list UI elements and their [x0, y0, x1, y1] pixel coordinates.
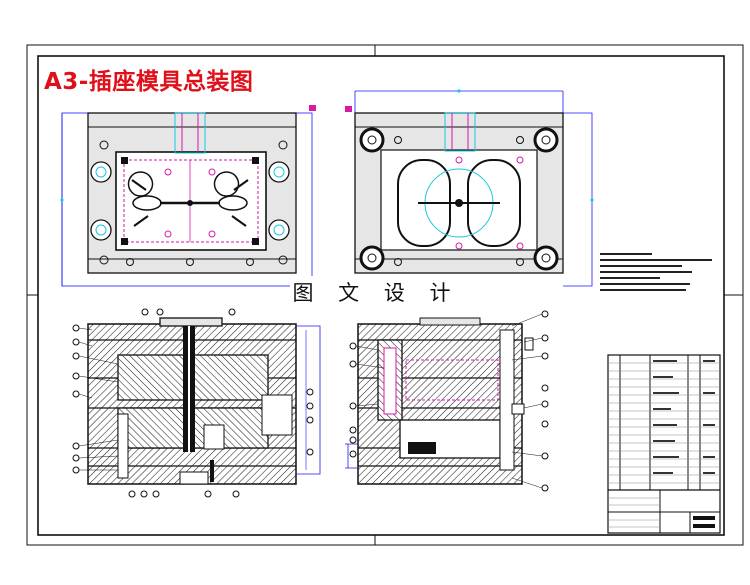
- moving-half-plan-view-icon: [60, 105, 316, 287]
- drawing-title: A3-插座模具总装图: [44, 69, 254, 95]
- technical-notes-icon: [600, 253, 712, 291]
- fixed-half-plan-view-icon: [345, 89, 594, 287]
- title-block-table-icon: [607, 354, 721, 534]
- longitudinal-section-view-icon: [72, 308, 321, 498]
- transverse-section-view-icon: [345, 310, 549, 492]
- watermark-label: 图 文 设 计: [290, 276, 462, 308]
